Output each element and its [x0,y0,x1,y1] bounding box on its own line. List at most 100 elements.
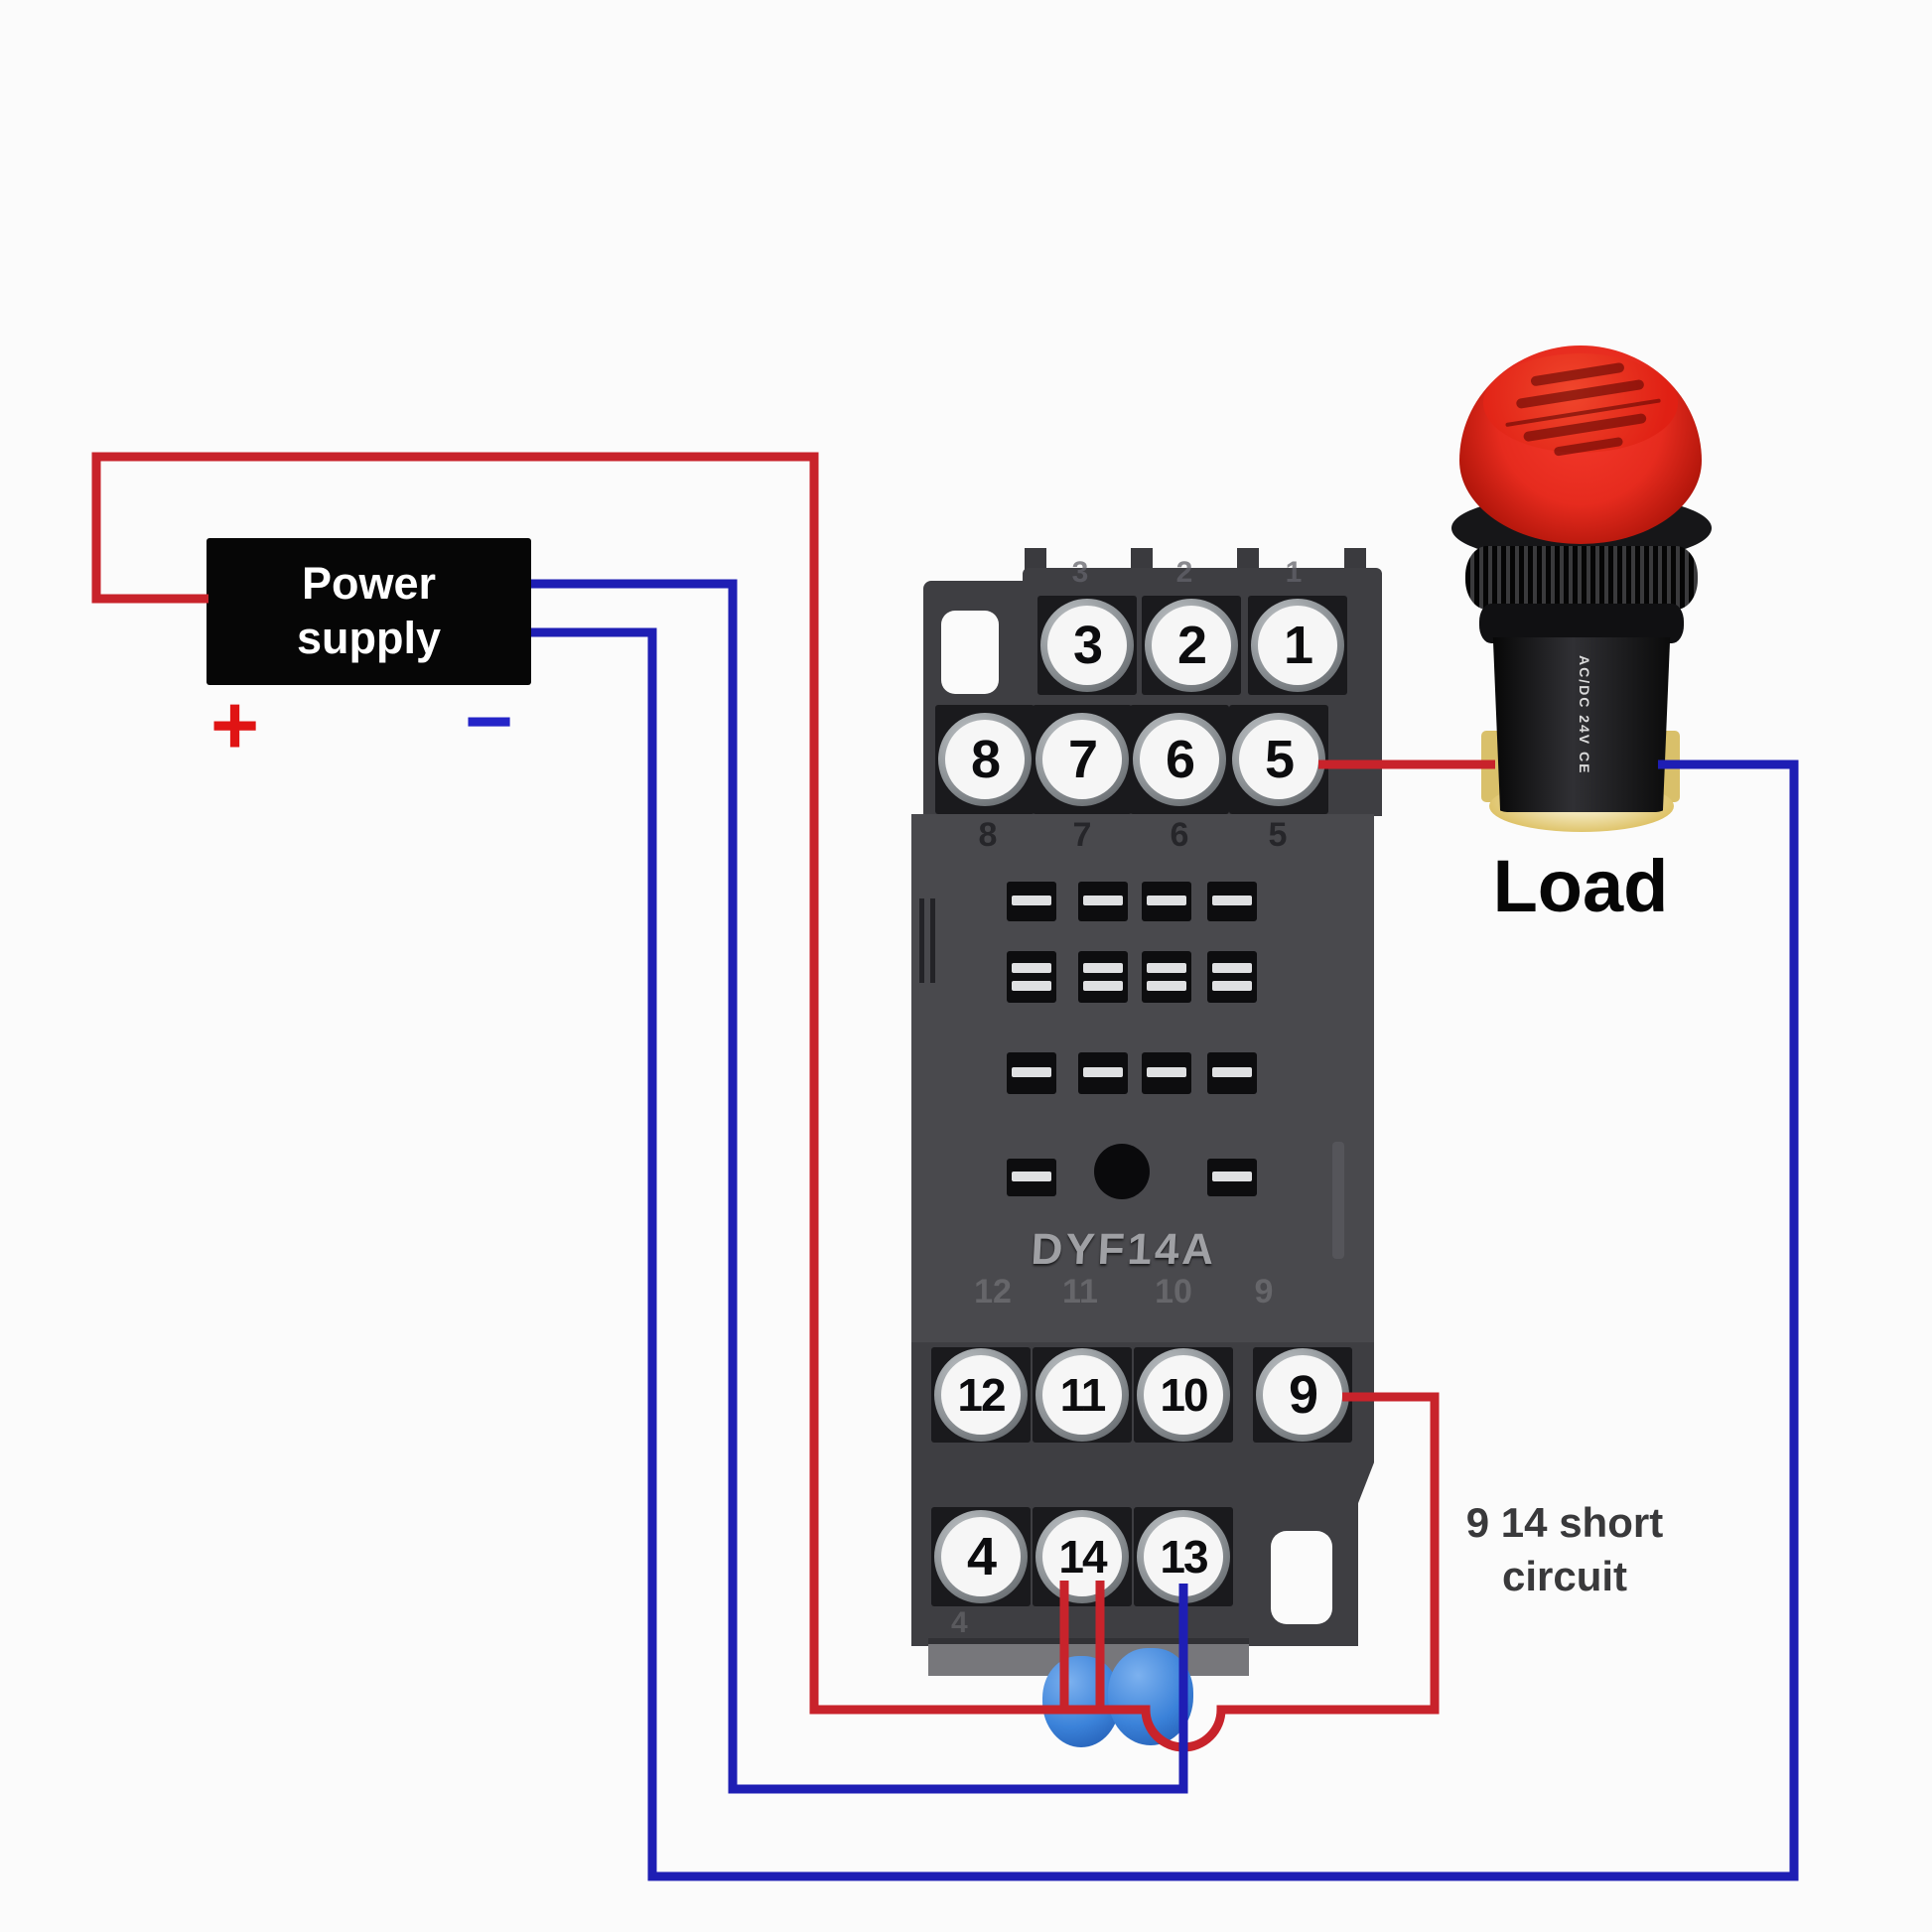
power-supply-label-line2: supply [296,613,442,663]
terminal-number: 5 [1264,730,1295,789]
lamp-spec-text: AC/DC 24V CE [1577,655,1592,775]
pin-slot [1142,951,1191,1003]
terminal-10: 10 [1134,1347,1233,1443]
load-label: Load [1492,845,1669,927]
pin-slot [1078,882,1128,921]
terminal-13: 13 [1134,1507,1233,1606]
terminal-number: 3 [1072,616,1103,675]
terminal-3: 3 [1037,596,1137,695]
terminal-8: 8 [935,705,1035,814]
side-slit [930,898,935,983]
note-line2: circuit [1501,1553,1628,1599]
terminal-4: 4 [931,1507,1031,1606]
pin-contact [1212,896,1252,905]
terminal-number-circle: 11 [1042,1355,1122,1435]
terminal-number: 10 [1160,1369,1208,1421]
lamp-lens [1459,345,1702,544]
terminal-number-circle: 6 [1140,720,1219,799]
pin-contact [1147,896,1186,905]
pin-slot [1142,882,1191,921]
terminal-number: 4 [966,1527,997,1587]
pin-contact [1212,1172,1252,1181]
embossed-number: 3 [1071,556,1089,589]
terminal-1: 1 [1248,596,1347,695]
embossed-number: 6 [1170,816,1189,854]
pin-contact [1147,1067,1186,1077]
plus-terminal-label: + [210,678,260,771]
mounting-hole-bottom [1271,1531,1332,1624]
pin-contact [1012,981,1051,991]
pin-slot [1207,882,1257,921]
pin-contact [1083,963,1123,973]
pin-contact [1083,981,1123,991]
note-line1: 9 14 short [1465,1499,1664,1546]
embossed-number: 1 [1285,556,1303,589]
embossed-number: 5 [1268,816,1288,854]
pin-slot [1078,951,1128,1003]
pin-contact [1012,896,1051,905]
pin-slot [1007,951,1056,1003]
terminal-number: 11 [1059,1369,1107,1421]
terminal-7: 7 [1033,705,1132,814]
embossed-number: 11 [1062,1273,1098,1311]
embossed-number: 2 [1175,556,1193,589]
pin-slot [1007,882,1056,921]
pin-contact [1212,963,1252,973]
pin-contact [1212,981,1252,991]
terminal-9: 9 [1253,1347,1352,1443]
pin-contact [1083,1067,1123,1077]
pin-contact [1012,1067,1051,1077]
terminal-number-circle: 13 [1144,1517,1223,1596]
pin-contact [1012,1172,1051,1181]
terminal-number-circle: 5 [1239,720,1318,799]
pin-slot [1207,951,1257,1003]
terminal-number-circle: 10 [1144,1355,1223,1435]
terminal-5: 5 [1229,705,1328,814]
terminal-number-circle: 8 [945,720,1025,799]
power-supply-box: Power supply [207,538,531,685]
pin-contact [1147,981,1186,991]
embossed-number: 9 [1254,1273,1274,1311]
terminal-number: 12 [957,1369,1006,1421]
terminal-number-circle: 7 [1042,720,1122,799]
pin-slot [1007,1052,1056,1094]
terminal-number: 6 [1165,730,1195,789]
terminal-number-circle: 3 [1047,606,1127,685]
lamp-knurled-ring [1465,546,1698,610]
pin-contact [1083,896,1123,905]
center-hole [1094,1144,1150,1199]
power-supply-label-line1: Power [301,558,437,610]
din-clip-lobe [1108,1648,1193,1745]
terminal-number-circle: 12 [941,1355,1021,1435]
minus-terminal-label: − [465,674,514,767]
pin-contact [1212,1067,1252,1077]
pin-contact [1012,963,1051,973]
pin-slot [1207,1052,1257,1094]
terminal-6: 6 [1130,705,1229,814]
side-slit [919,898,924,983]
terminal-number: 9 [1288,1365,1318,1425]
pin-slot [1142,1052,1191,1094]
terminal-number: 8 [970,730,1001,789]
model-label: DYF14A [1030,1225,1218,1274]
embossed-number: 8 [978,816,998,854]
mounting-hole-top [941,611,999,694]
pin-slot [1078,1052,1128,1094]
terminal-number-circle: 1 [1258,606,1337,685]
embossed-number: 7 [1072,816,1092,854]
terminal-number: 2 [1176,616,1207,675]
terminal-number-circle: 2 [1152,606,1231,685]
terminal-12: 12 [931,1347,1031,1443]
terminal-number-circle: 14 [1042,1517,1122,1596]
side-rib [1332,1142,1344,1259]
lens-engraving [1476,339,1684,467]
pin-slot [1207,1159,1257,1196]
terminal-number: 7 [1067,730,1098,789]
terminal-14: 14 [1033,1507,1132,1606]
terminal-number: 13 [1160,1531,1208,1583]
terminal-2: 2 [1142,596,1241,695]
terminal-number: 1 [1283,616,1313,675]
terminal-number-circle: 9 [1263,1355,1342,1435]
pin-slot [1007,1159,1056,1196]
